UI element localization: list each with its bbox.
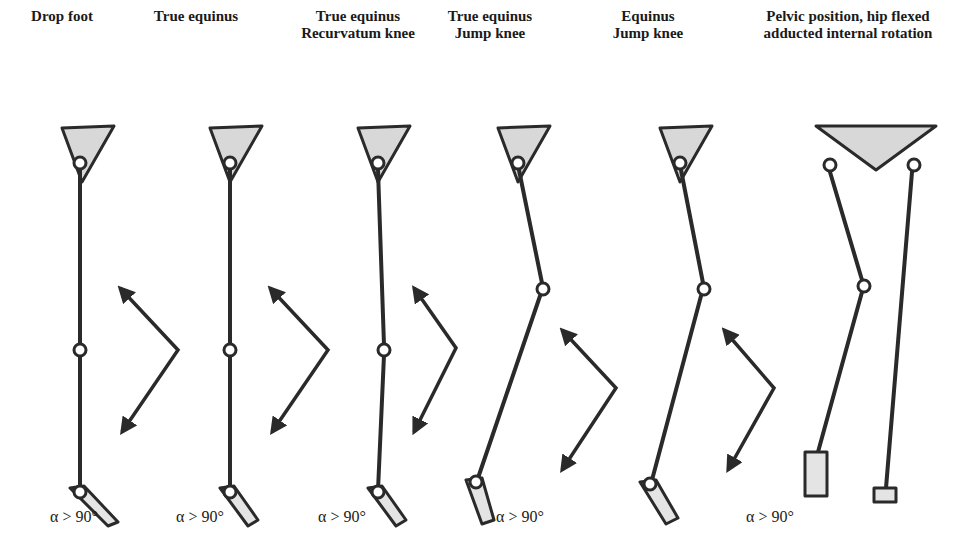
angle-label: α > 90° xyxy=(297,508,387,526)
column-heading: Pelvic position, hip flexed adducted int… xyxy=(763,8,933,43)
angle-label: α > 90° xyxy=(29,508,119,526)
column-heading: True equinus Jump knee xyxy=(434,8,546,43)
angle-arrow xyxy=(724,330,774,470)
leg-figure xyxy=(640,126,712,524)
angle-arrow xyxy=(562,330,616,470)
angle-label: α > 90° xyxy=(725,508,815,526)
angle-arrow xyxy=(270,288,328,432)
pelvis-legs-figure xyxy=(805,126,936,502)
angle-label: α > 90° xyxy=(155,508,245,526)
column-heading: Drop foot xyxy=(7,8,117,25)
column-heading: True equinus Recurvatum knee xyxy=(295,8,421,43)
column-heading: Equinus Jump knee xyxy=(606,8,690,43)
leg-figure xyxy=(62,126,118,526)
leg-figure xyxy=(210,126,262,526)
leg-figure xyxy=(358,126,410,526)
column-heading: True equinus xyxy=(136,8,256,25)
angle-label: α > 90° xyxy=(475,508,565,526)
angle-arrow xyxy=(120,288,178,432)
leg-figure xyxy=(466,126,550,524)
angle-arrow xyxy=(414,288,456,432)
